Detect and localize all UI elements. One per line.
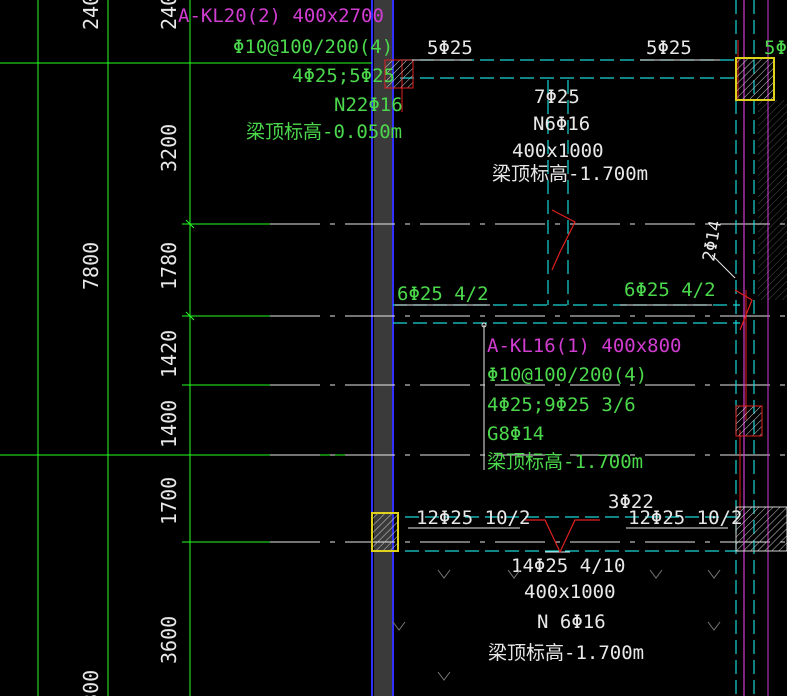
columns	[371, 57, 787, 552]
dim-3200: 3200	[157, 124, 181, 172]
column-mid-right	[735, 405, 763, 437]
dim-7800: 7800	[79, 242, 103, 290]
upper-span-label[interactable]: 7Φ25 N6Φ16 400x1000 梁顶标高-1.700m	[492, 86, 648, 185]
beam-kl16-label[interactable]: A-KL16(1) 400x800 Φ10@100/200(4) 4Φ25;9Φ…	[487, 335, 681, 473]
dim-1420: 1420	[157, 330, 181, 378]
kl16-rebar: 4Φ25;9Φ25 3/6	[487, 394, 636, 416]
column-top-right	[735, 57, 775, 101]
beam-kl20-label[interactable]: A-KL20(2) 400x2700 Φ10@100/200(4) 4Φ25;5…	[178, 5, 403, 143]
lower-span-label[interactable]: 12Φ25 10/2 12Φ25 10/2 3Φ22 14Φ25 4/10 40…	[416, 491, 742, 664]
upper-bottom-bars: 7Φ25	[534, 86, 580, 108]
kl16-waist: G8Φ14	[487, 423, 544, 445]
top-bar-labels: 5Φ25 5Φ25 5Φ	[427, 37, 787, 59]
lower-top-right: 12Φ25 10/2	[628, 507, 742, 529]
dim-2400-left: 2400	[79, 0, 103, 30]
kl20-stirrup: Φ10@100/200(4)	[233, 36, 393, 58]
dim-3600: 3600	[157, 616, 181, 664]
kl20-name: A-KL20(2) 400x2700	[178, 5, 384, 27]
kl20-elevation: 梁顶标高-0.050m	[246, 121, 402, 143]
dim-1780: 1780	[157, 242, 181, 290]
kl16-elevation: 梁顶标高-1.700m	[487, 451, 643, 473]
dim-7800-bottom: 7800	[79, 670, 103, 696]
dimension-texts: 2400 2400 3200 7800 1780 1420 1400 1700 …	[79, 0, 181, 696]
dimension-lines	[0, 0, 372, 696]
lower-top-left: 12Φ25 10/2	[416, 507, 530, 529]
column-bottom-right	[735, 506, 787, 552]
column-top-left	[384, 59, 414, 89]
kl16-name: A-KL16(1) 400x800	[487, 335, 681, 357]
row-6phi-right: 6Φ25 4/2	[624, 279, 716, 301]
dim-1700: 1700	[157, 477, 181, 525]
rebar-bends	[525, 209, 753, 554]
column-bottom-left	[371, 512, 399, 552]
lower-waist: N 6Φ16	[537, 611, 606, 633]
dim-1400: 1400	[157, 400, 181, 448]
lower-bottom-bars: 14Φ25 4/10	[511, 555, 625, 577]
kl16-stirrup: Φ10@100/200(4)	[487, 364, 647, 386]
row-6phi-left: 6Φ25 4/2	[397, 283, 489, 305]
wall-hatch-right	[758, 100, 787, 300]
top-bar-right: 5Φ	[764, 37, 787, 59]
upper-waist: N6Φ16	[533, 113, 590, 135]
upper-elevation: 梁顶标高-1.700m	[492, 163, 648, 185]
dim-2400-right: 2400	[157, 0, 181, 30]
kl20-rebar: 4Φ25;5Φ25	[292, 65, 395, 87]
grid-lines	[270, 223, 787, 543]
upper-section: 400x1000	[512, 140, 604, 162]
lower-section: 400x1000	[524, 581, 616, 603]
kl20-waist: N22Φ16	[334, 94, 403, 116]
row-6phi-labels: 6Φ25 4/2 6Φ25 4/2	[397, 279, 716, 305]
top-bar-left: 5Φ25	[427, 37, 473, 59]
leader-lines	[395, 59, 736, 553]
lower-hanger: 3Φ22	[608, 491, 654, 513]
top-bar-mid: 5Φ25	[646, 37, 692, 59]
lower-elevation: 梁顶标高-1.700m	[488, 642, 644, 664]
arrow-markers	[392, 569, 721, 681]
